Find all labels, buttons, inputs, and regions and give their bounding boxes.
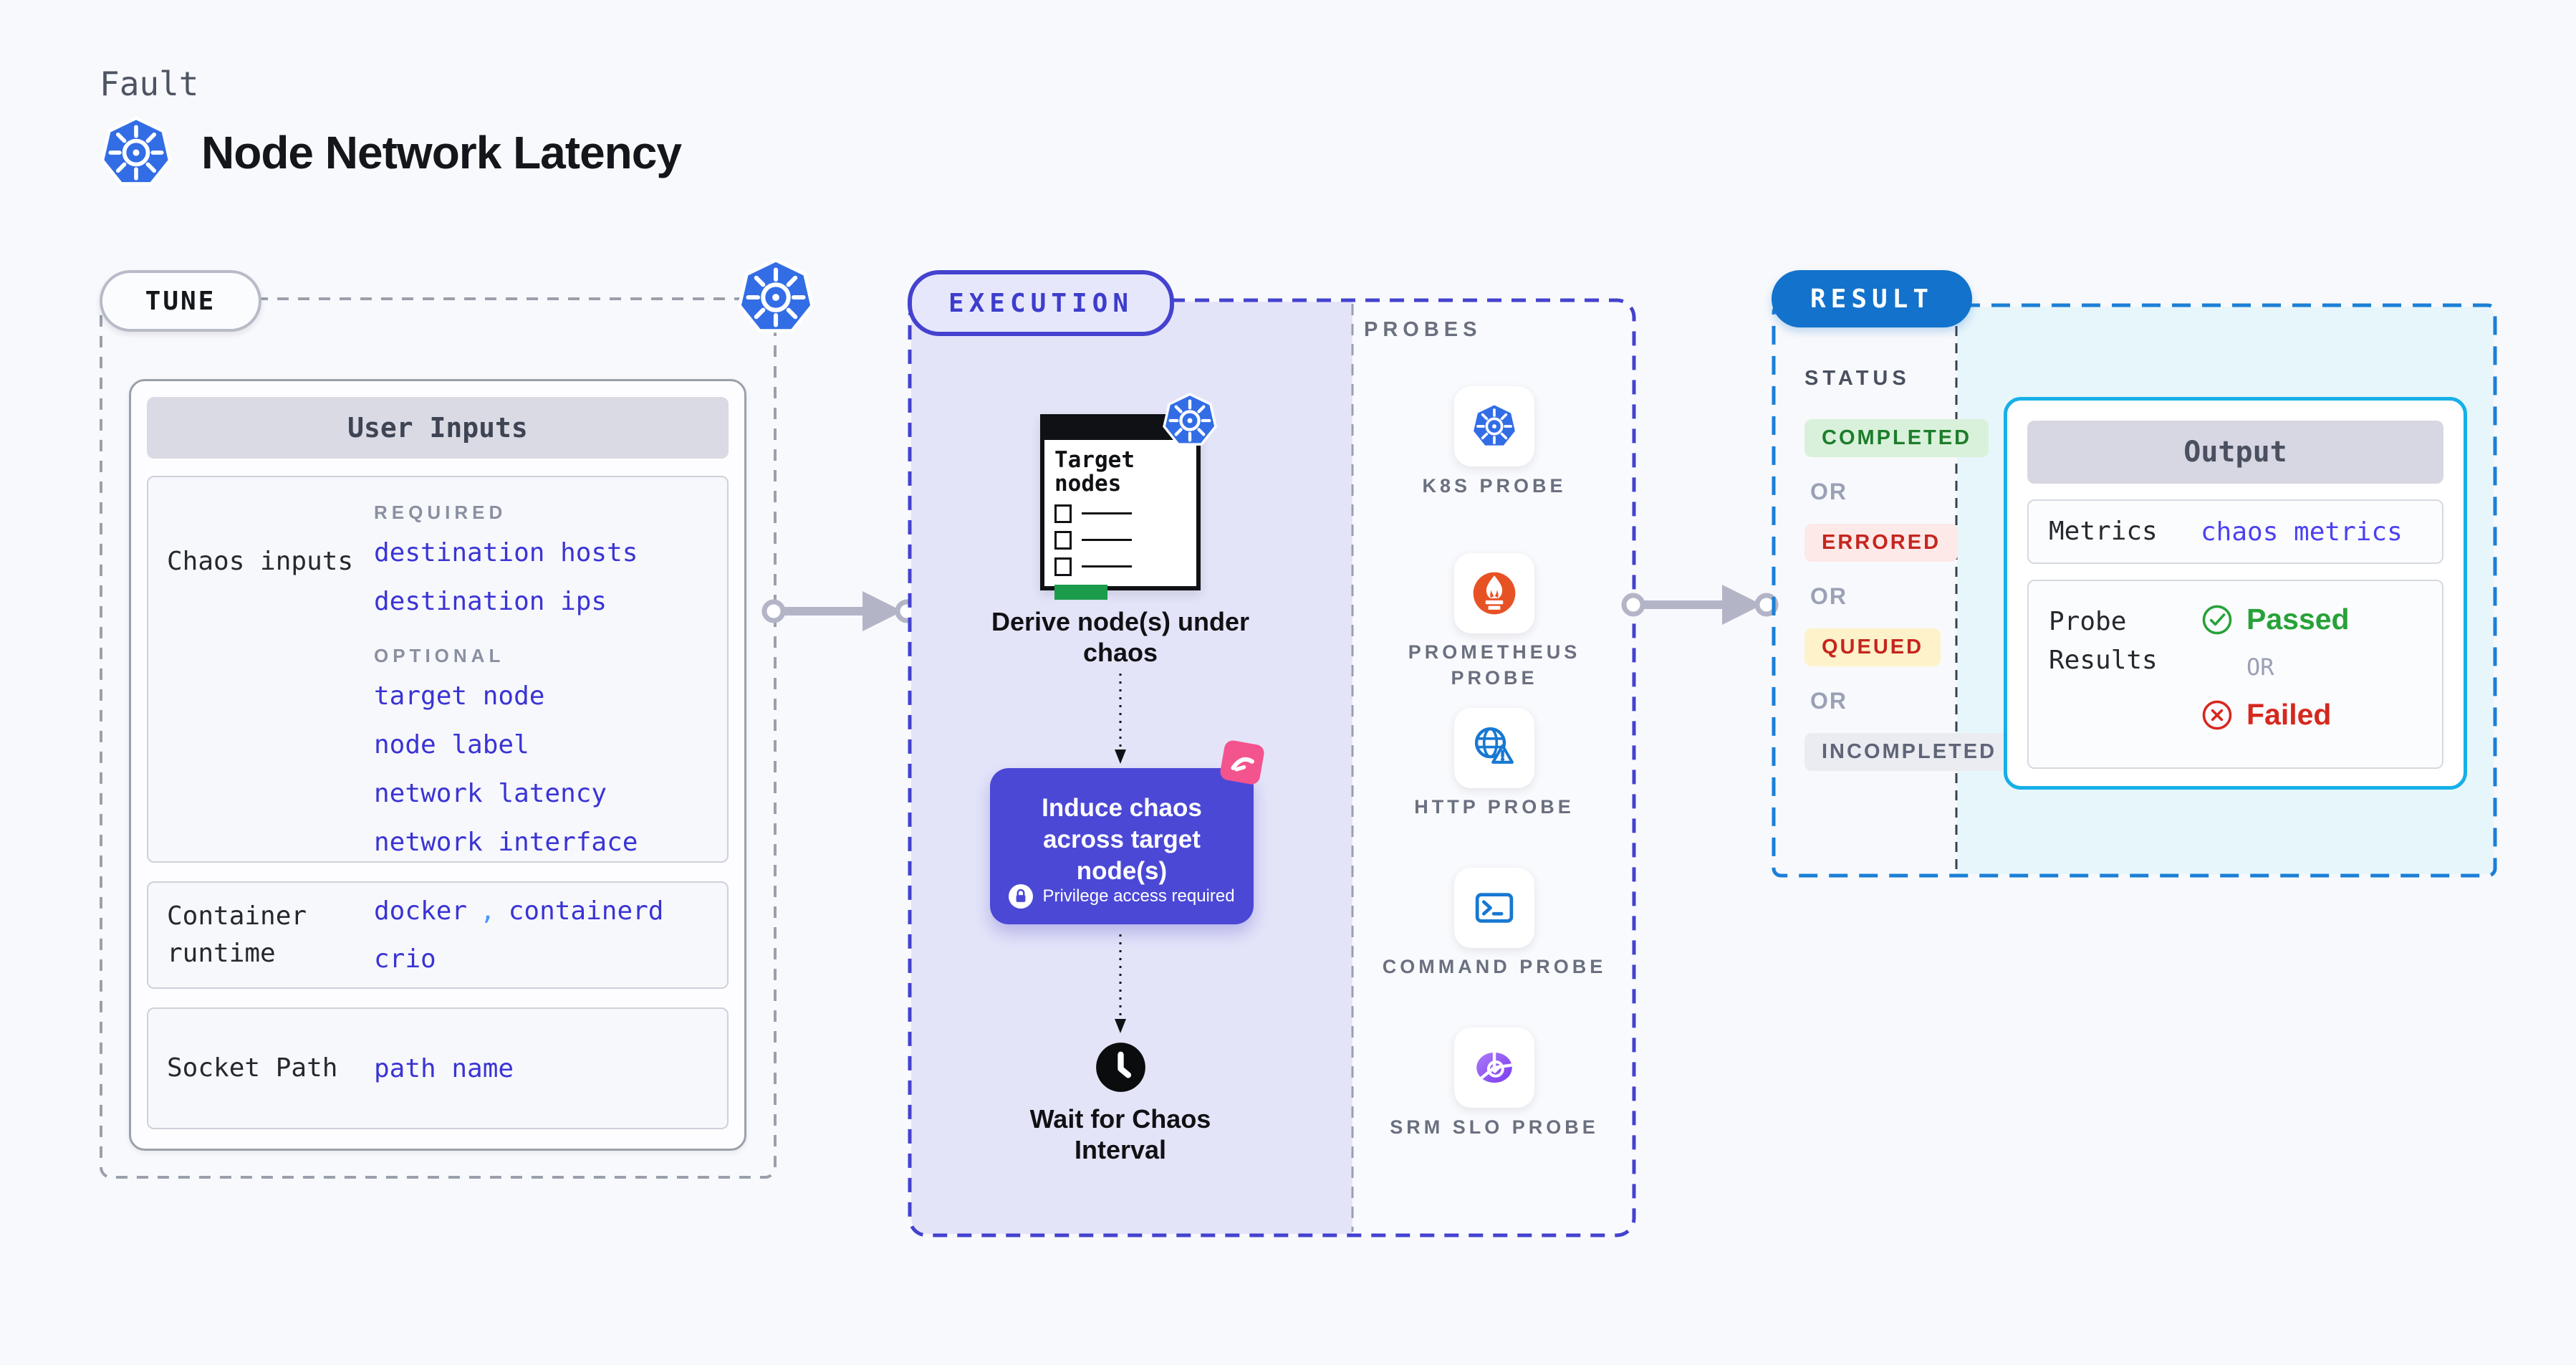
or-label: OR <box>2246 653 2274 681</box>
user-inputs-header: User Inputs <box>147 397 729 459</box>
clock-icon <box>1096 1043 1145 1092</box>
or-label: OR <box>1810 479 1847 504</box>
node-line <box>1082 512 1132 515</box>
chaos-inputs-label: Chaos inputs <box>167 547 354 576</box>
probe-results-label: Probe Results <box>2049 607 2158 675</box>
container-runtime-section: Container runtime docker , containerd cr… <box>147 881 729 989</box>
terminal-icon <box>1471 884 1518 931</box>
probe-name-srm-slo: SRM SLO PROBE <box>1390 1116 1599 1138</box>
status-badge-incompleted: INCOMPLETED <box>1804 733 2014 771</box>
litmus-chaos-icon <box>1219 739 1266 786</box>
runtime-containerd: containerd <box>508 896 664 926</box>
checkbox-icon <box>1054 504 1072 523</box>
socket-path-value: path name <box>374 1053 514 1083</box>
input-target-node: target node <box>374 681 545 711</box>
metrics-label: Metrics <box>2049 517 2158 546</box>
probe-name-prometheus: PROMETHEUS PROBE <box>1408 641 1581 689</box>
probe-card-srm-slo <box>1454 1028 1534 1108</box>
probe-card-k8s <box>1454 386 1534 466</box>
induce-chaos-label: Induce chaos across target node(s) <box>1042 794 1202 885</box>
probe-results-row: Probe Results Passed OR Failed <box>2027 580 2443 769</box>
status-label: STATUS <box>1804 367 1911 390</box>
output-card: Output Metrics chaos metrics Probe Resul… <box>2004 397 2467 790</box>
status-badge-queued: QUEUED <box>1804 628 1941 666</box>
kubernetes-icon <box>1471 403 1518 450</box>
optional-label: OPTIONAL <box>374 645 505 666</box>
progress-bar <box>1054 584 1107 600</box>
title-row: Node Network Latency <box>100 116 682 189</box>
slo-pie-check-icon <box>1471 1044 1518 1091</box>
target-nodes-title: Target nodes <box>1054 447 1135 497</box>
dotted-arrow-down <box>1115 934 1126 1033</box>
user-inputs-card: User Inputs Chaos inputs REQUIRED destin… <box>129 379 746 1151</box>
x-circle-icon <box>2202 700 2232 729</box>
probe-name-http: HTTP PROBE <box>1414 796 1575 818</box>
status-badge-completed: COMPLETED <box>1804 419 1989 457</box>
input-network-interface: network interface <box>374 828 638 857</box>
node-checkbox-row <box>1054 504 1186 523</box>
input-destination-hosts: destination hosts <box>374 538 638 567</box>
output-header: Output <box>2027 421 2443 484</box>
privilege-note: Privilege access required <box>1042 886 1235 906</box>
status-column: COMPLETED OR ERRORED OR QUEUED OR INCOMP… <box>1804 419 2014 792</box>
failed-label: Failed <box>2246 698 2332 731</box>
container-runtime-label: Container runtime <box>167 901 307 968</box>
execution-badge: EXECUTION <box>908 270 1174 336</box>
node-checkbox-row <box>1054 557 1186 576</box>
checkbox-icon <box>1054 530 1072 550</box>
probe-card-http <box>1454 708 1534 788</box>
socket-path-section: Socket Path path name <box>147 1007 729 1129</box>
probe-name-k8s: K8S PROBE <box>1422 475 1567 497</box>
tune-badge: TUNE <box>100 270 261 332</box>
probes-label: PROBES <box>1364 318 1482 341</box>
check-circle-icon <box>2202 605 2232 634</box>
socket-path-label: Socket Path <box>167 1053 338 1083</box>
runtime-separator: , <box>480 896 496 926</box>
input-network-latency: network latency <box>374 779 607 808</box>
wait-chaos-interval-label: Wait for Chaos Interval <box>1029 1104 1211 1165</box>
or-label: OR <box>1810 583 1847 609</box>
kubernetes-icon <box>736 258 815 337</box>
runtime-crio: crio <box>374 944 436 974</box>
arrow-tune-to-execution <box>761 591 919 631</box>
required-label: REQUIRED <box>374 502 507 523</box>
dotted-arrow-down <box>1115 674 1126 764</box>
metrics-row: Metrics chaos metrics <box>2027 499 2443 564</box>
chaos-inputs-section: Chaos inputs REQUIRED destination hosts … <box>147 476 729 863</box>
prometheus-icon <box>1471 570 1518 617</box>
globe-warning-icon <box>1471 724 1518 772</box>
input-destination-ips: destination ips <box>374 587 607 616</box>
checkbox-icon <box>1054 557 1072 576</box>
node-checkbox-row <box>1054 530 1186 550</box>
runtime-docker: docker <box>374 896 468 926</box>
passed-label: Passed <box>2246 603 2350 636</box>
result-badge: RESULT <box>1772 270 1972 327</box>
arrow-execution-to-result <box>1621 585 1779 625</box>
lock-icon <box>1009 884 1034 909</box>
derive-nodes-label: Derive node(s) under chaos <box>991 607 1250 668</box>
node-line <box>1082 565 1132 568</box>
input-node-label: node label <box>374 730 529 760</box>
kubernetes-icon <box>1162 393 1218 449</box>
induce-chaos-card: Induce chaos across target node(s) Privi… <box>990 768 1254 924</box>
metrics-value: chaos metrics <box>2201 517 2403 547</box>
probe-name-command: COMMAND PROBE <box>1382 956 1607 977</box>
privilege-note-row: Privilege access required <box>990 884 1254 909</box>
or-label: OR <box>1810 688 1847 714</box>
page-title: Node Network Latency <box>201 127 682 178</box>
node-line <box>1082 539 1132 542</box>
probe-card-prometheus <box>1454 553 1534 633</box>
kubernetes-icon <box>100 116 173 189</box>
status-badge-errored: ERRORED <box>1804 524 1959 562</box>
probe-card-command <box>1454 868 1534 948</box>
fault-kicker: Fault <box>100 64 199 103</box>
